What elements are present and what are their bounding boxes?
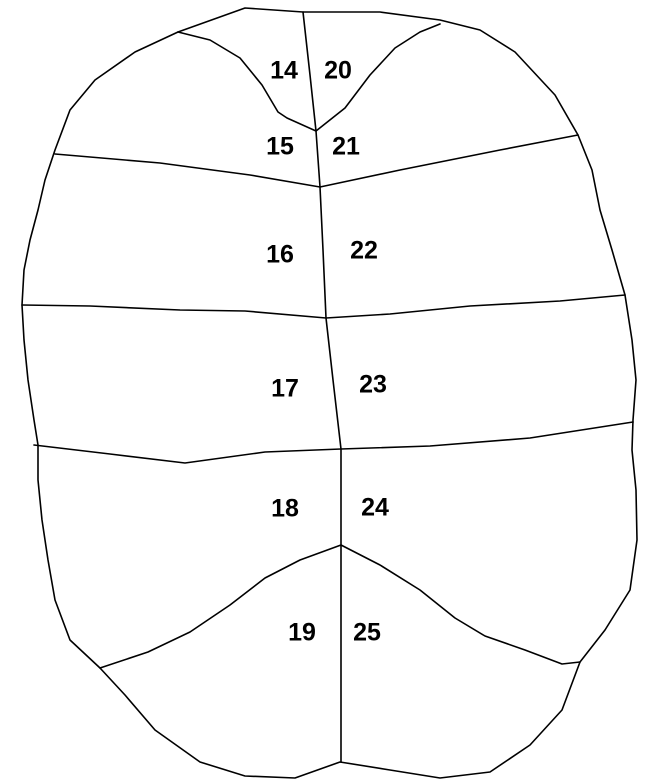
- seam-row-3: [34, 422, 633, 463]
- label-21: 21: [332, 133, 360, 161]
- label-22: 22: [350, 237, 378, 265]
- seam-midline: [303, 12, 341, 762]
- label-16: 16: [266, 241, 294, 269]
- label-14: 14: [270, 57, 298, 85]
- label-15: 15: [266, 133, 294, 161]
- label-17: 17: [271, 375, 299, 403]
- label-18: 18: [271, 495, 299, 523]
- seam-lower-v-left: [100, 545, 341, 668]
- label-24: 24: [361, 494, 389, 522]
- seam-row-2: [22, 295, 625, 318]
- label-23: 23: [359, 371, 387, 399]
- label-19: 19: [288, 619, 316, 647]
- label-25: 25: [353, 619, 381, 647]
- label-20: 20: [324, 57, 352, 85]
